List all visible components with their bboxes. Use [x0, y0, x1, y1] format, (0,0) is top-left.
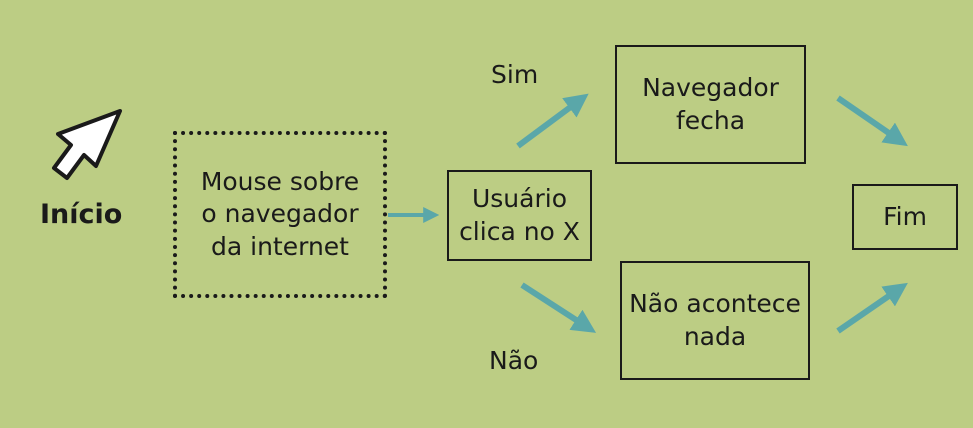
arrow-nothing-to-end	[836, 282, 908, 334]
node-browser-closes: Navegador fecha	[615, 45, 806, 164]
node-mouse-over-browser-text: Mouse sobre o navegador da internet	[200, 166, 360, 261]
start-label: Início	[40, 199, 123, 230]
arrow-click-to-nothing	[520, 282, 597, 333]
node-user-clicks-x-text: Usuário clica no X	[459, 184, 580, 246]
node-browser-closes-text: Navegador fecha	[642, 73, 779, 135]
mouse-pointer-icon	[52, 109, 122, 180]
node-user-clicks-x: Usuário clica no X	[447, 170, 592, 261]
node-mouse-over-browser: Mouse sobre o navegador da internet	[173, 131, 387, 298]
node-nothing-happens: Não acontece nada	[620, 261, 810, 380]
node-nothing-happens-text: Não acontece nada	[629, 289, 801, 351]
node-end-text: Fim	[883, 201, 927, 231]
arrow-closes-to-end	[836, 95, 908, 147]
node-end: Fim	[852, 184, 958, 250]
arrow-click-to-closes	[516, 93, 589, 149]
branch-yes-label: Sim	[491, 60, 539, 89]
branch-no-label: Não	[489, 346, 539, 375]
